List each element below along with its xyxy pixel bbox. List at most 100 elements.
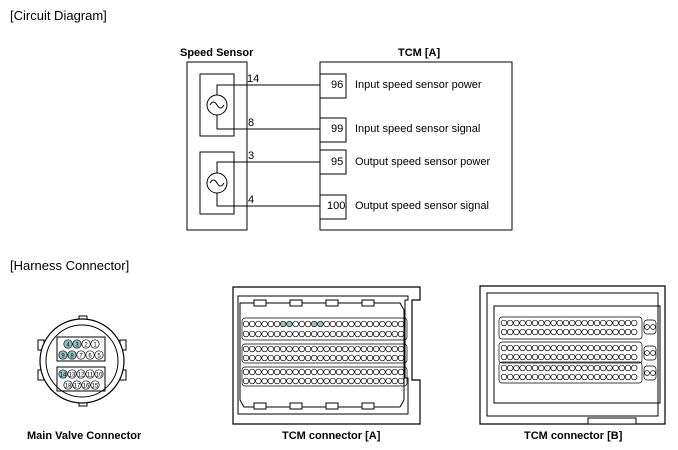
connector-pin xyxy=(379,345,386,353)
connector-pin xyxy=(273,368,281,376)
connector-pin xyxy=(618,353,625,361)
connector-pin xyxy=(581,344,588,352)
connector-pin xyxy=(311,368,318,376)
valve-pin xyxy=(76,369,86,379)
connector-pin xyxy=(587,373,594,381)
pin-number: 6 xyxy=(88,353,92,359)
circuit-diagram-heading: [Circuit Diagram] xyxy=(10,8,107,23)
connector-pin xyxy=(519,353,526,361)
connector-pin xyxy=(618,328,625,336)
connector-pin xyxy=(618,364,625,372)
connector-pin xyxy=(519,373,526,381)
connector-pin xyxy=(550,353,557,361)
connector-pin xyxy=(292,368,299,376)
valve-pin xyxy=(67,350,77,360)
connector-pin xyxy=(569,373,576,381)
sensor-pin: 4 xyxy=(248,194,255,206)
connector-pin xyxy=(544,364,551,372)
connector-pin xyxy=(261,368,268,376)
pin-number: 18 xyxy=(65,383,72,389)
connector-pin xyxy=(379,368,386,376)
connector-pin xyxy=(249,354,256,362)
connector-pin xyxy=(606,353,613,361)
connector-pin xyxy=(267,345,274,353)
connector-pin xyxy=(525,364,532,372)
connector-pin xyxy=(550,319,557,327)
valve-pin xyxy=(58,350,68,360)
connector-pin xyxy=(544,373,551,381)
valve-pin xyxy=(76,350,86,360)
connector-pin xyxy=(255,368,262,376)
pin-number: 16 xyxy=(83,383,90,389)
connector-pin xyxy=(600,319,607,327)
connector-pin xyxy=(286,354,293,362)
connector-pin xyxy=(335,377,343,385)
connector-pin xyxy=(323,368,330,376)
connector-pin xyxy=(373,377,380,385)
connector-pin xyxy=(600,353,607,361)
speed-sensor-title: Speed Sensor xyxy=(180,47,254,59)
connector-pin xyxy=(550,373,557,381)
harness-connector-heading: [Harness Connector] xyxy=(10,258,130,273)
connector-pin xyxy=(644,370,650,376)
connector-pin xyxy=(329,345,336,353)
valve-pin xyxy=(85,350,95,360)
connector-pin xyxy=(519,319,526,327)
valve-pin xyxy=(67,369,77,379)
connector-pin xyxy=(612,344,619,352)
connector-pin xyxy=(255,377,262,385)
connector-pin xyxy=(538,373,545,381)
connector-pin xyxy=(342,377,349,385)
connector-pin xyxy=(513,319,520,327)
connector-pin xyxy=(538,353,545,361)
connector-pin xyxy=(600,373,607,381)
connector-pin xyxy=(544,319,551,327)
valve-pin xyxy=(90,339,100,349)
connector-pin xyxy=(593,364,601,372)
connector-pin xyxy=(397,345,405,353)
connector-pin xyxy=(323,377,330,385)
connector-pin xyxy=(360,345,367,353)
connector-pin xyxy=(575,344,582,352)
connector-pin xyxy=(255,345,262,353)
connector-pin xyxy=(273,354,281,362)
pin-number: 14 xyxy=(60,372,67,378)
connector-pin xyxy=(311,320,318,328)
connector-pin xyxy=(581,353,588,361)
connector-pin xyxy=(644,324,650,330)
connector-pin xyxy=(366,345,374,353)
connector-pin xyxy=(569,344,576,352)
connector-pin xyxy=(298,330,305,338)
tcm-pin-number: 100 xyxy=(327,200,346,212)
connector-pin xyxy=(550,344,557,352)
connector-pin xyxy=(373,368,380,376)
tcm-pin-number: 96 xyxy=(331,79,344,91)
connector-pin xyxy=(261,320,268,328)
connector-pin xyxy=(292,330,299,338)
connector-pin xyxy=(606,328,613,336)
connector-pin xyxy=(329,368,336,376)
connector-pin xyxy=(593,319,601,327)
connector-pin xyxy=(366,354,374,362)
connector-pin xyxy=(397,320,405,328)
connector-pin xyxy=(242,377,250,385)
pin-number: 13 xyxy=(69,372,76,378)
connector-pin xyxy=(348,320,355,328)
valve-pin xyxy=(85,369,95,379)
connector-pin xyxy=(606,364,613,372)
connector-pin xyxy=(304,320,312,328)
connector-pin xyxy=(650,370,656,376)
connector-pin xyxy=(593,353,601,361)
connector-pin xyxy=(569,319,576,327)
connector-pin xyxy=(569,328,576,336)
connector-pin xyxy=(354,377,361,385)
connector-pin xyxy=(612,328,619,336)
connector-pin xyxy=(644,350,650,356)
connector-pin xyxy=(366,320,374,328)
connector-pin xyxy=(348,377,355,385)
connector-pin xyxy=(286,345,293,353)
main-valve-caption: Main Valve Connector xyxy=(27,430,142,442)
tcm-pin-label: Output speed sensor power xyxy=(355,156,491,168)
connector-pin xyxy=(600,344,607,352)
